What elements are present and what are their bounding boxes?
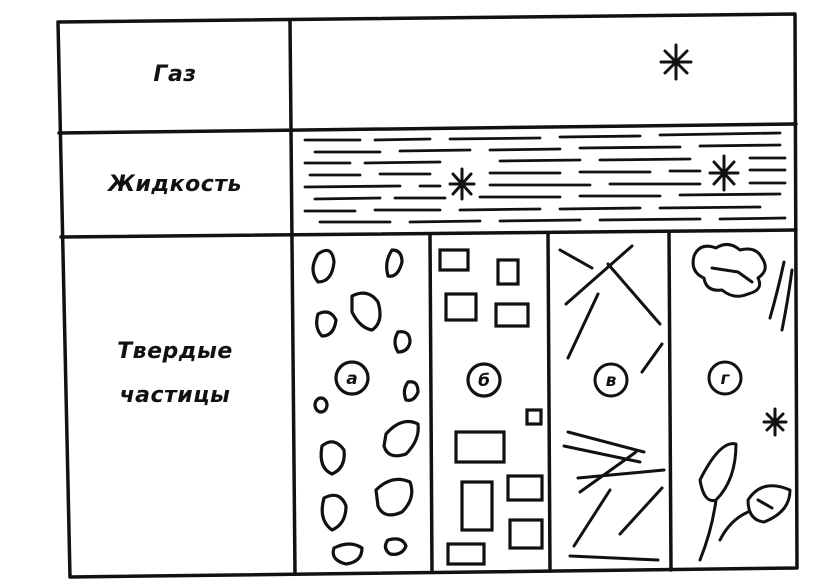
solid-divider-2 xyxy=(546,231,552,573)
row-label-solid-line1: Твердые xyxy=(117,339,233,364)
row-label-solid: Твердые частицы xyxy=(60,330,290,418)
column-label-a: а xyxy=(346,369,357,389)
table-frame xyxy=(56,12,799,579)
column-label-g: г xyxy=(721,369,731,389)
row-label-solid-line2: частицы xyxy=(119,383,231,408)
star-liquid-1 xyxy=(448,167,476,201)
row-divider-gas-liquid xyxy=(57,122,798,135)
row-label-liquid: Жидкость xyxy=(108,172,242,197)
column-v-particles xyxy=(558,244,666,562)
column-a-particles xyxy=(311,248,420,566)
star-liquid-2 xyxy=(708,154,740,192)
column-b-marker xyxy=(466,362,502,398)
column-label-v: в xyxy=(606,371,617,391)
star-solid xyxy=(762,407,788,437)
solid-divider-1 xyxy=(428,232,434,574)
label-divider xyxy=(288,18,297,576)
column-b-particles xyxy=(438,248,544,566)
column-g-marker xyxy=(707,360,743,396)
column-g-particles xyxy=(691,243,794,562)
column-label-b: б xyxy=(478,371,490,391)
row-label-gas: Газ xyxy=(153,62,197,87)
column-a-marker xyxy=(334,360,370,396)
liquid-dashes xyxy=(303,131,787,224)
solid-divider-3 xyxy=(667,230,673,572)
column-v-marker xyxy=(593,362,629,398)
star-gas xyxy=(659,43,693,81)
